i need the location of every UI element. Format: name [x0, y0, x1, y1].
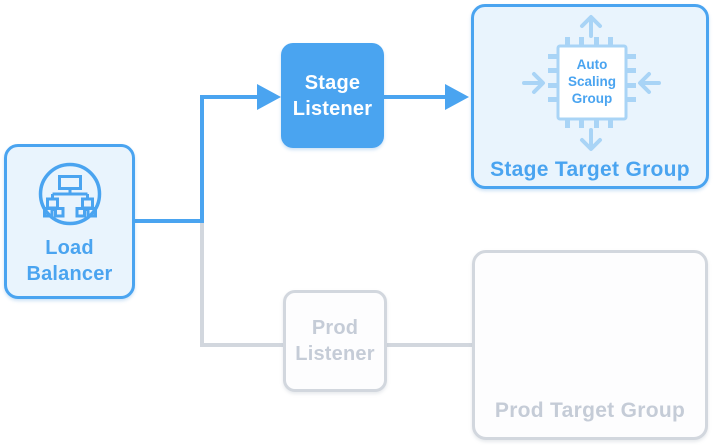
node-prod-listener: Prod Listener	[283, 290, 387, 392]
arrowhead-stagetargetgroup-icon	[445, 84, 469, 110]
scale-down-arrow-icon	[580, 128, 602, 151]
node-prod-target-group: Prod Target Group	[472, 250, 708, 440]
edge-loadbalancer-to-stagelistener	[135, 95, 258, 223]
node-stage-target-group: Auto Scaling Group Stage Target Group	[471, 4, 709, 189]
stage-listener-label: Stage Listener	[292, 71, 373, 120]
scale-up-arrow-icon	[580, 15, 602, 38]
auto-scaling-group-chip-icon: Auto Scaling Group	[474, 7, 706, 159]
scale-in-right-arrow-icon	[638, 72, 661, 94]
prod-listener-label: Prod Listener	[295, 317, 375, 365]
edge-loadbalancer-to-prodlistener	[200, 221, 284, 347]
scale-in-left-arrow-icon	[522, 72, 545, 94]
arrowhead-stagelistener-icon	[257, 84, 281, 110]
stage-target-group-label: Stage Target Group	[490, 158, 690, 181]
load-balancer-tree-icon	[38, 162, 101, 225]
node-load-balancer: Load Balancer	[4, 144, 135, 299]
prod-target-group-label: Prod Target Group	[494, 399, 686, 422]
chip-and-scale-arrows-icon	[522, 15, 661, 151]
load-balancer-label: Load Balancer	[26, 236, 113, 285]
node-stage-listener: Stage Listener	[281, 43, 384, 148]
auto-scaling-group-label: Auto Scaling Group	[567, 57, 616, 106]
